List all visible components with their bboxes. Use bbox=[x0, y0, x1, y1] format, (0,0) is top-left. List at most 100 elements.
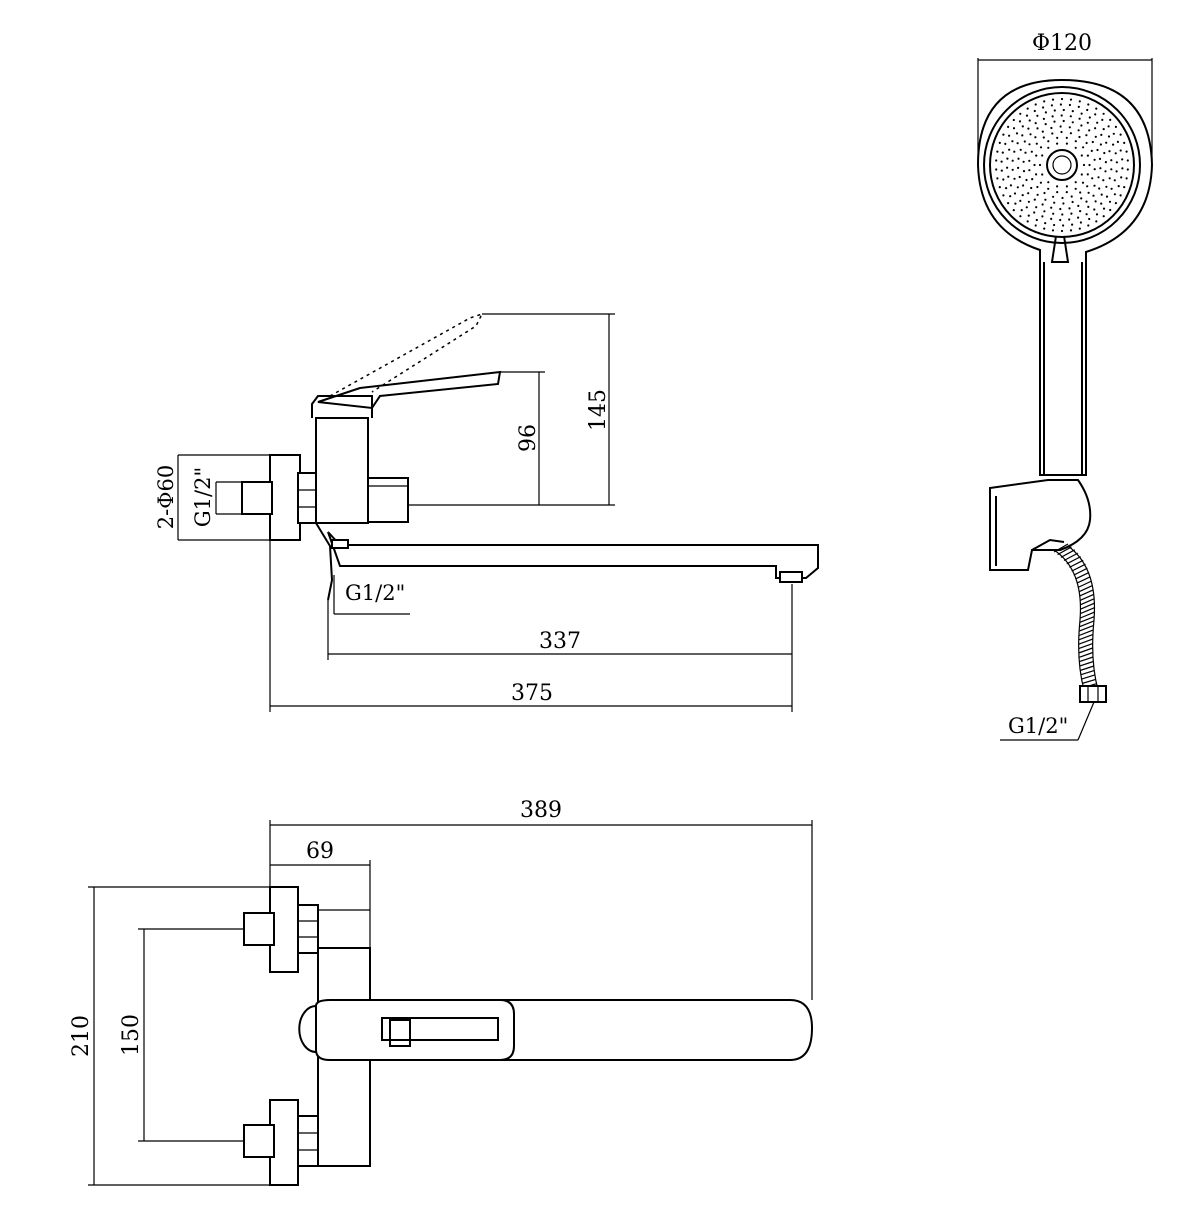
handle-pivot-top bbox=[389, 1019, 411, 1047]
nozzle-dot bbox=[1113, 193, 1116, 196]
dim-69: 69 bbox=[306, 839, 334, 864]
nozzle-dot bbox=[1095, 220, 1098, 223]
nozzle-dot bbox=[1034, 122, 1037, 125]
nozzle-dot bbox=[1108, 177, 1111, 180]
nozzle-dot bbox=[1028, 159, 1031, 162]
nozzle-dot bbox=[1104, 170, 1107, 173]
nozzle-dot bbox=[1033, 109, 1036, 113]
nozzle-dot bbox=[1015, 132, 1019, 135]
nozzle-dot bbox=[1034, 224, 1037, 227]
nozzle-dot bbox=[1093, 158, 1096, 161]
nozzle-dot bbox=[1068, 126, 1071, 129]
nozzle-dot bbox=[995, 168, 998, 171]
nozzle-dot bbox=[1116, 140, 1119, 143]
nozzle-dot bbox=[1011, 159, 1014, 162]
nozzle-dot bbox=[1126, 159, 1129, 162]
nozzle-dot bbox=[1098, 187, 1101, 190]
hose-coil bbox=[1079, 665, 1095, 672]
top-view: 389 69 210 150 bbox=[69, 798, 814, 1186]
nozzle-dot bbox=[995, 159, 998, 162]
nozzle-dot bbox=[1014, 202, 1017, 205]
nozzle-dot bbox=[1042, 106, 1045, 109]
nozzle-dot bbox=[1013, 150, 1016, 153]
nozzle-dot bbox=[1102, 207, 1106, 210]
nozzle-dot bbox=[1053, 109, 1056, 112]
nozzle-dot bbox=[1061, 196, 1064, 200]
nozzle-dot bbox=[1056, 136, 1059, 139]
hose-coil bbox=[1079, 593, 1095, 601]
nozzle-dot bbox=[1035, 173, 1038, 176]
nozzle-dot bbox=[1115, 161, 1118, 164]
nozzle-dot bbox=[1033, 211, 1036, 214]
nozzle-dot bbox=[1043, 100, 1046, 103]
dim-outlet-thread: G1/2" bbox=[345, 581, 405, 605]
eccentric-connector-top-lower bbox=[243, 1124, 275, 1158]
nozzle-dot bbox=[1086, 108, 1089, 112]
nozzle-dot bbox=[1050, 206, 1053, 209]
hose-coil bbox=[1069, 559, 1084, 568]
nozzle-dot bbox=[1069, 98, 1073, 101]
nozzle-dot bbox=[1078, 135, 1081, 139]
dim-210: 210 bbox=[69, 1015, 94, 1057]
nozzle-dot bbox=[1088, 217, 1091, 221]
nozzle-dot bbox=[1047, 187, 1050, 190]
nozzle-dot bbox=[1080, 112, 1083, 115]
nozzle-dot bbox=[1006, 157, 1009, 160]
eccentric-connector-top-upper bbox=[243, 912, 275, 946]
hose-coil bbox=[1079, 589, 1094, 597]
aerator-side bbox=[779, 571, 803, 583]
nozzle-dot bbox=[998, 186, 1001, 189]
hose-coil bbox=[1077, 580, 1092, 589]
nozzle-dot bbox=[1096, 148, 1099, 152]
nozzle-dot bbox=[1103, 151, 1106, 155]
nozzle-dot bbox=[1097, 176, 1100, 179]
nozzle-dot bbox=[1071, 200, 1074, 204]
hose-coil bbox=[1079, 620, 1094, 628]
dim-145: 145 bbox=[586, 389, 611, 431]
nozzle-dot bbox=[1025, 206, 1028, 209]
nozzle-dot bbox=[1093, 184, 1096, 187]
nozzle-dot bbox=[1018, 120, 1022, 123]
nozzle-dot bbox=[1082, 146, 1085, 149]
nozzle-dot bbox=[1018, 175, 1021, 179]
nozzle-dot bbox=[1120, 176, 1123, 179]
nozzle-dot bbox=[1068, 207, 1071, 210]
nozzle-dot bbox=[1056, 185, 1059, 188]
nozzle-dot bbox=[1022, 184, 1025, 187]
nozzle-dot bbox=[1009, 184, 1013, 187]
hose-coil bbox=[1057, 546, 1072, 556]
nozzle-dot bbox=[1053, 201, 1056, 204]
nozzle-dot bbox=[1065, 191, 1068, 194]
mixer-cylinder-side bbox=[367, 477, 409, 523]
hose-coil bbox=[1079, 616, 1095, 623]
nozzle-dot bbox=[1044, 111, 1047, 114]
nozzle-dot bbox=[1023, 140, 1026, 143]
nozzle-dot bbox=[1108, 200, 1112, 203]
nozzle-dot bbox=[1070, 195, 1073, 198]
nozzle-dot bbox=[1094, 113, 1097, 116]
nozzle-dot bbox=[1025, 178, 1028, 182]
nozzle-dot bbox=[1086, 121, 1089, 124]
nozzle-dot bbox=[1078, 117, 1081, 120]
nozzle-dot bbox=[1093, 168, 1096, 171]
nozzle-dot bbox=[1069, 229, 1073, 232]
nozzle-dot bbox=[1006, 166, 1009, 169]
nozzle-dot bbox=[1036, 114, 1039, 117]
nozzle-dot bbox=[1027, 127, 1030, 130]
nozzle-dot bbox=[1125, 150, 1128, 153]
nozzle-dot bbox=[1041, 154, 1044, 157]
hand-shower-view: Φ120 G1/2" bbox=[976, 31, 1154, 741]
nozzle-dot bbox=[1026, 107, 1029, 110]
nozzle-dot bbox=[1021, 194, 1024, 197]
nozzle-dot bbox=[1077, 204, 1080, 207]
hose-coil bbox=[1081, 674, 1096, 680]
dim-inlet-diameter: 2-Φ60 bbox=[154, 465, 178, 529]
nozzle-dot bbox=[1028, 143, 1031, 146]
nozzle-dot bbox=[1060, 114, 1063, 117]
nozzle-dot bbox=[1036, 185, 1039, 189]
nozzle-dot bbox=[1071, 121, 1074, 124]
dim-389: 389 bbox=[520, 798, 562, 823]
nozzle-dot bbox=[1044, 222, 1047, 225]
nozzle-dot bbox=[1051, 229, 1055, 232]
nozzle-dot bbox=[1110, 159, 1113, 162]
